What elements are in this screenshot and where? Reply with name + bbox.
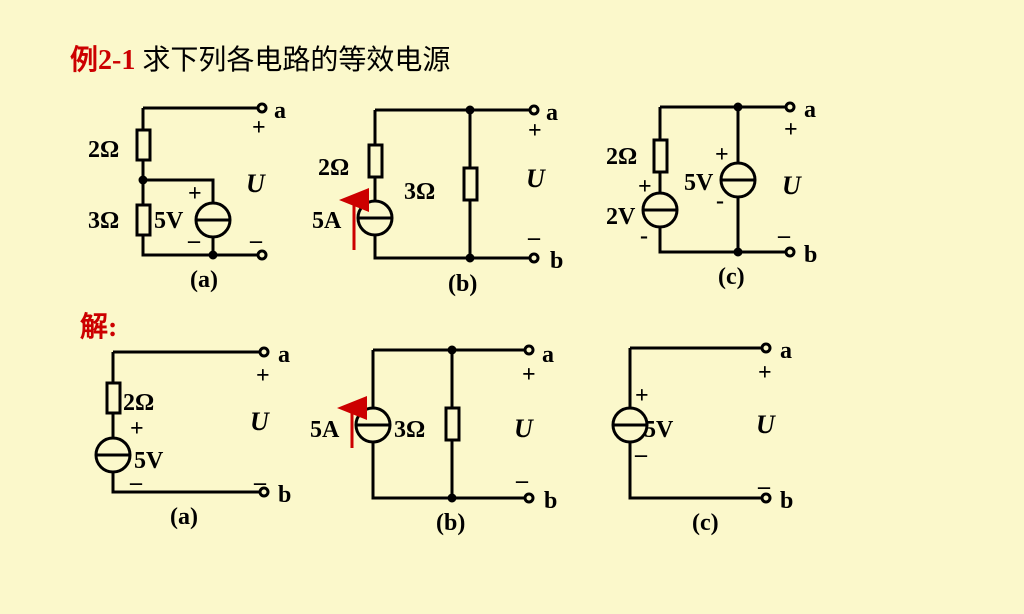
label-is: 5A: [312, 208, 342, 234]
answer-b-circuit: [354, 344, 535, 504]
minus-sign: -: [716, 188, 724, 214]
resistor-3ohm: [444, 406, 461, 442]
label-is: 5A: [310, 417, 340, 443]
label-vs: 5V: [644, 417, 674, 443]
label-a: a: [546, 100, 558, 126]
plus-sign: +: [758, 360, 772, 386]
terminal-b: [523, 492, 535, 504]
caption-a: (a): [190, 267, 218, 293]
resistor-3ohm: [462, 166, 479, 202]
answer-c-circuit: [611, 342, 772, 504]
minus-sign: –: [527, 225, 541, 251]
problem-c-circuit: [641, 101, 796, 258]
label-a: a: [804, 97, 816, 123]
terminal-a: [258, 346, 270, 358]
minus-sign: –: [249, 228, 263, 254]
question-text: 求下列各电路的等效电源: [142, 45, 451, 76]
label-r: 2Ω: [123, 390, 154, 416]
problem-b-circuit: [356, 104, 540, 264]
minus-sign: –: [777, 223, 791, 249]
resistor-2ohm: [135, 128, 152, 162]
example-label: 例2-1: [70, 45, 136, 76]
answer-a-circuit: [94, 346, 270, 498]
label-r1: 2Ω: [88, 137, 119, 163]
resistor-3ohm: [135, 203, 152, 237]
label-u: U: [526, 164, 546, 193]
label-b: b: [780, 488, 793, 514]
label-a: a: [278, 342, 290, 368]
label-u: U: [250, 407, 270, 436]
terminal-b: [760, 492, 772, 504]
label-vs2: 2V: [606, 204, 636, 230]
plus-sign: +: [784, 117, 798, 143]
caption-b: (b): [448, 271, 477, 297]
label-u: U: [756, 410, 776, 439]
minus-sign: –: [129, 470, 143, 496]
label-a: a: [542, 342, 554, 368]
resistor-2ohm: [652, 138, 669, 174]
terminal-b: [256, 249, 268, 261]
caption-a: (a): [170, 504, 198, 530]
label-r2: 3Ω: [404, 179, 435, 205]
label-a: a: [780, 338, 792, 364]
terminal-a: [760, 342, 772, 354]
caption-c: (c): [692, 510, 719, 536]
terminal-a: [784, 101, 796, 113]
terminal-a: [523, 344, 535, 356]
caption-c: (c): [718, 264, 745, 290]
label-r2: 3Ω: [88, 208, 119, 234]
plus-sign: +: [188, 181, 202, 207]
minus-sign: –: [515, 468, 529, 494]
terminal-a: [528, 104, 540, 116]
caption-b: (b): [436, 510, 465, 536]
resistor-2ohm: [105, 381, 122, 415]
label-u: U: [246, 169, 266, 198]
page-title: 例2-1 求下列各电路的等效电源: [70, 38, 450, 78]
plus-sign: +: [130, 416, 144, 442]
label-u: U: [514, 414, 534, 443]
plus-sign: +: [528, 118, 542, 144]
terminal-a: [256, 102, 268, 114]
minus-sign: –: [253, 470, 267, 496]
plus-sign: +: [635, 383, 649, 409]
label-vs: 5V: [154, 208, 184, 234]
terminal-b: [784, 246, 796, 258]
minus-sign: –: [757, 474, 771, 500]
minus-sign: –: [187, 228, 201, 254]
label-b: b: [278, 482, 291, 508]
minus-sign: –: [634, 442, 648, 468]
label-b: b: [544, 488, 557, 514]
label-a: a: [274, 98, 286, 124]
label-r1: 2Ω: [318, 155, 349, 181]
label-r: 3Ω: [394, 417, 425, 443]
label-vs1: 5V: [684, 170, 714, 196]
label-r1: 2Ω: [606, 144, 637, 170]
problem-a-circuit: [135, 102, 268, 261]
plus-sign: +: [715, 142, 729, 168]
label-b: b: [804, 242, 817, 268]
minus-sign: -: [640, 223, 648, 249]
label-u: U: [782, 171, 802, 200]
label-vs: 5V: [134, 448, 164, 474]
plus-sign: +: [522, 362, 536, 388]
terminal-b: [528, 252, 540, 264]
label-b: b: [550, 248, 563, 274]
plus-sign: +: [638, 174, 652, 200]
resistor-2ohm: [367, 143, 384, 179]
plus-sign: +: [256, 363, 270, 389]
solution-label: 解:: [80, 312, 118, 343]
terminal-b: [258, 486, 270, 498]
plus-sign: +: [252, 115, 266, 141]
